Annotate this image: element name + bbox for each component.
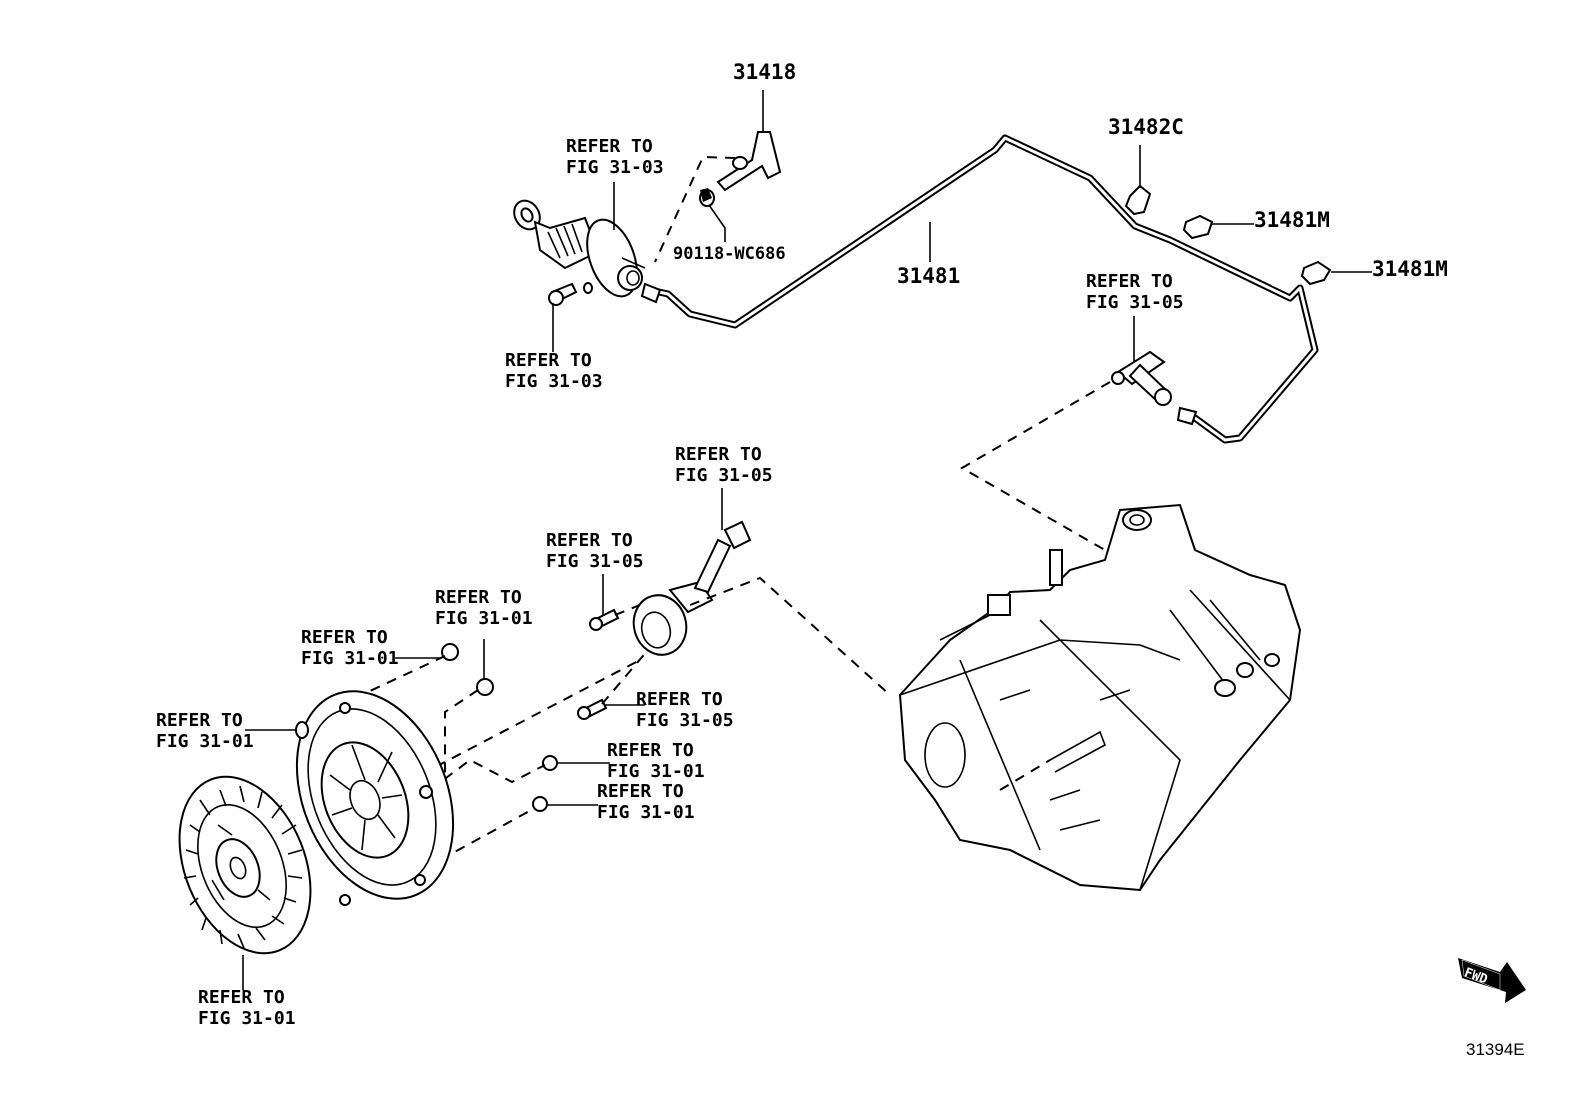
ref-line1: REFER TO [301, 627, 388, 648]
clip-31481M-b[interactable] [1300, 260, 1332, 286]
dashed-guide [689, 576, 891, 696]
ref-line1: REFER TO [198, 987, 285, 1008]
ref-line2: FIG 31-01 [198, 1008, 296, 1029]
part-number-31418[interactable]: 31418 [733, 60, 797, 84]
ref-line1: REFER TO [505, 350, 592, 371]
ref-line2: FIG 31-03 [505, 371, 603, 392]
dashed-guide [429, 758, 546, 791]
illustration-code: 31394E [1466, 1040, 1525, 1059]
clutch-disc[interactable] [155, 757, 335, 973]
dashed-guide [614, 604, 641, 616]
ref-line2: FIG 31-05 [675, 465, 773, 486]
part-number-31481M-b[interactable]: 31481M [1372, 257, 1448, 281]
ref-line1: REFER TO [435, 587, 522, 608]
ref-line2: FIG 31-01 [156, 731, 254, 752]
ref-line2: FIG 31-01 [301, 648, 399, 669]
dashed-guide [999, 759, 1051, 791]
part-number-31481M-a[interactable]: 31481M [1254, 208, 1330, 232]
ref-line2: FIG 31-01 [607, 761, 705, 782]
release-bolt-lower[interactable] [577, 698, 608, 720]
ref-line2: FIG 31-05 [636, 710, 734, 731]
dashed-guide [419, 659, 641, 776]
hose-fitting-right[interactable] [1111, 350, 1172, 406]
transaxle-housing[interactable] [898, 503, 1302, 892]
cover-bolt-b[interactable] [476, 678, 494, 696]
ref-line1: REFER TO [597, 781, 684, 802]
bolt-d[interactable] [532, 796, 548, 812]
reservoir-hose-31418[interactable] [716, 131, 782, 192]
leader-line [708, 204, 726, 242]
dashed-guide [439, 807, 536, 861]
ref-line2: FIG 31-05 [546, 551, 644, 572]
bolt-c[interactable] [542, 755, 558, 771]
master-cylinder-bolt[interactable] [548, 282, 578, 306]
part-number-31482C[interactable]: 31482C [1108, 115, 1184, 139]
ref-line2: FIG 31-03 [566, 157, 664, 178]
part-number-31481[interactable]: 31481 [897, 264, 961, 288]
hose-clip-90118[interactable] [699, 188, 715, 207]
release-bolt-upper[interactable] [589, 608, 620, 631]
ref-line1: REFER TO [675, 444, 762, 465]
cover-bolt-a[interactable] [441, 643, 459, 661]
ref-line1: REFER TO [566, 136, 653, 157]
ref-line2: FIG 31-01 [597, 802, 695, 823]
clutch-master-cylinder[interactable] [509, 196, 646, 303]
dashed-guide [601, 649, 649, 705]
ref-line1: REFER TO [1086, 271, 1173, 292]
ref-line1: REFER TO [546, 530, 633, 551]
ref-line2: FIG 31-05 [1086, 292, 1184, 313]
ref-line1: REFER TO [156, 710, 243, 731]
ref-line1: REFER TO [607, 740, 694, 761]
fwd-arrow-icon [1458, 958, 1526, 1003]
dashed-guide [654, 155, 736, 263]
release-cylinder[interactable] [627, 520, 752, 661]
dashed-guide [444, 689, 479, 790]
ref-line2: FIG 31-01 [435, 608, 533, 629]
clutch-line-31481[interactable] [640, 134, 1319, 444]
ref-line1: REFER TO [636, 689, 723, 710]
clip-31482C[interactable] [1124, 184, 1152, 216]
clutch-cover[interactable] [268, 668, 482, 922]
part-number-90118-WC686[interactable]: 90118-WC686 [673, 244, 786, 264]
clip-31481M-a[interactable] [1182, 214, 1214, 240]
